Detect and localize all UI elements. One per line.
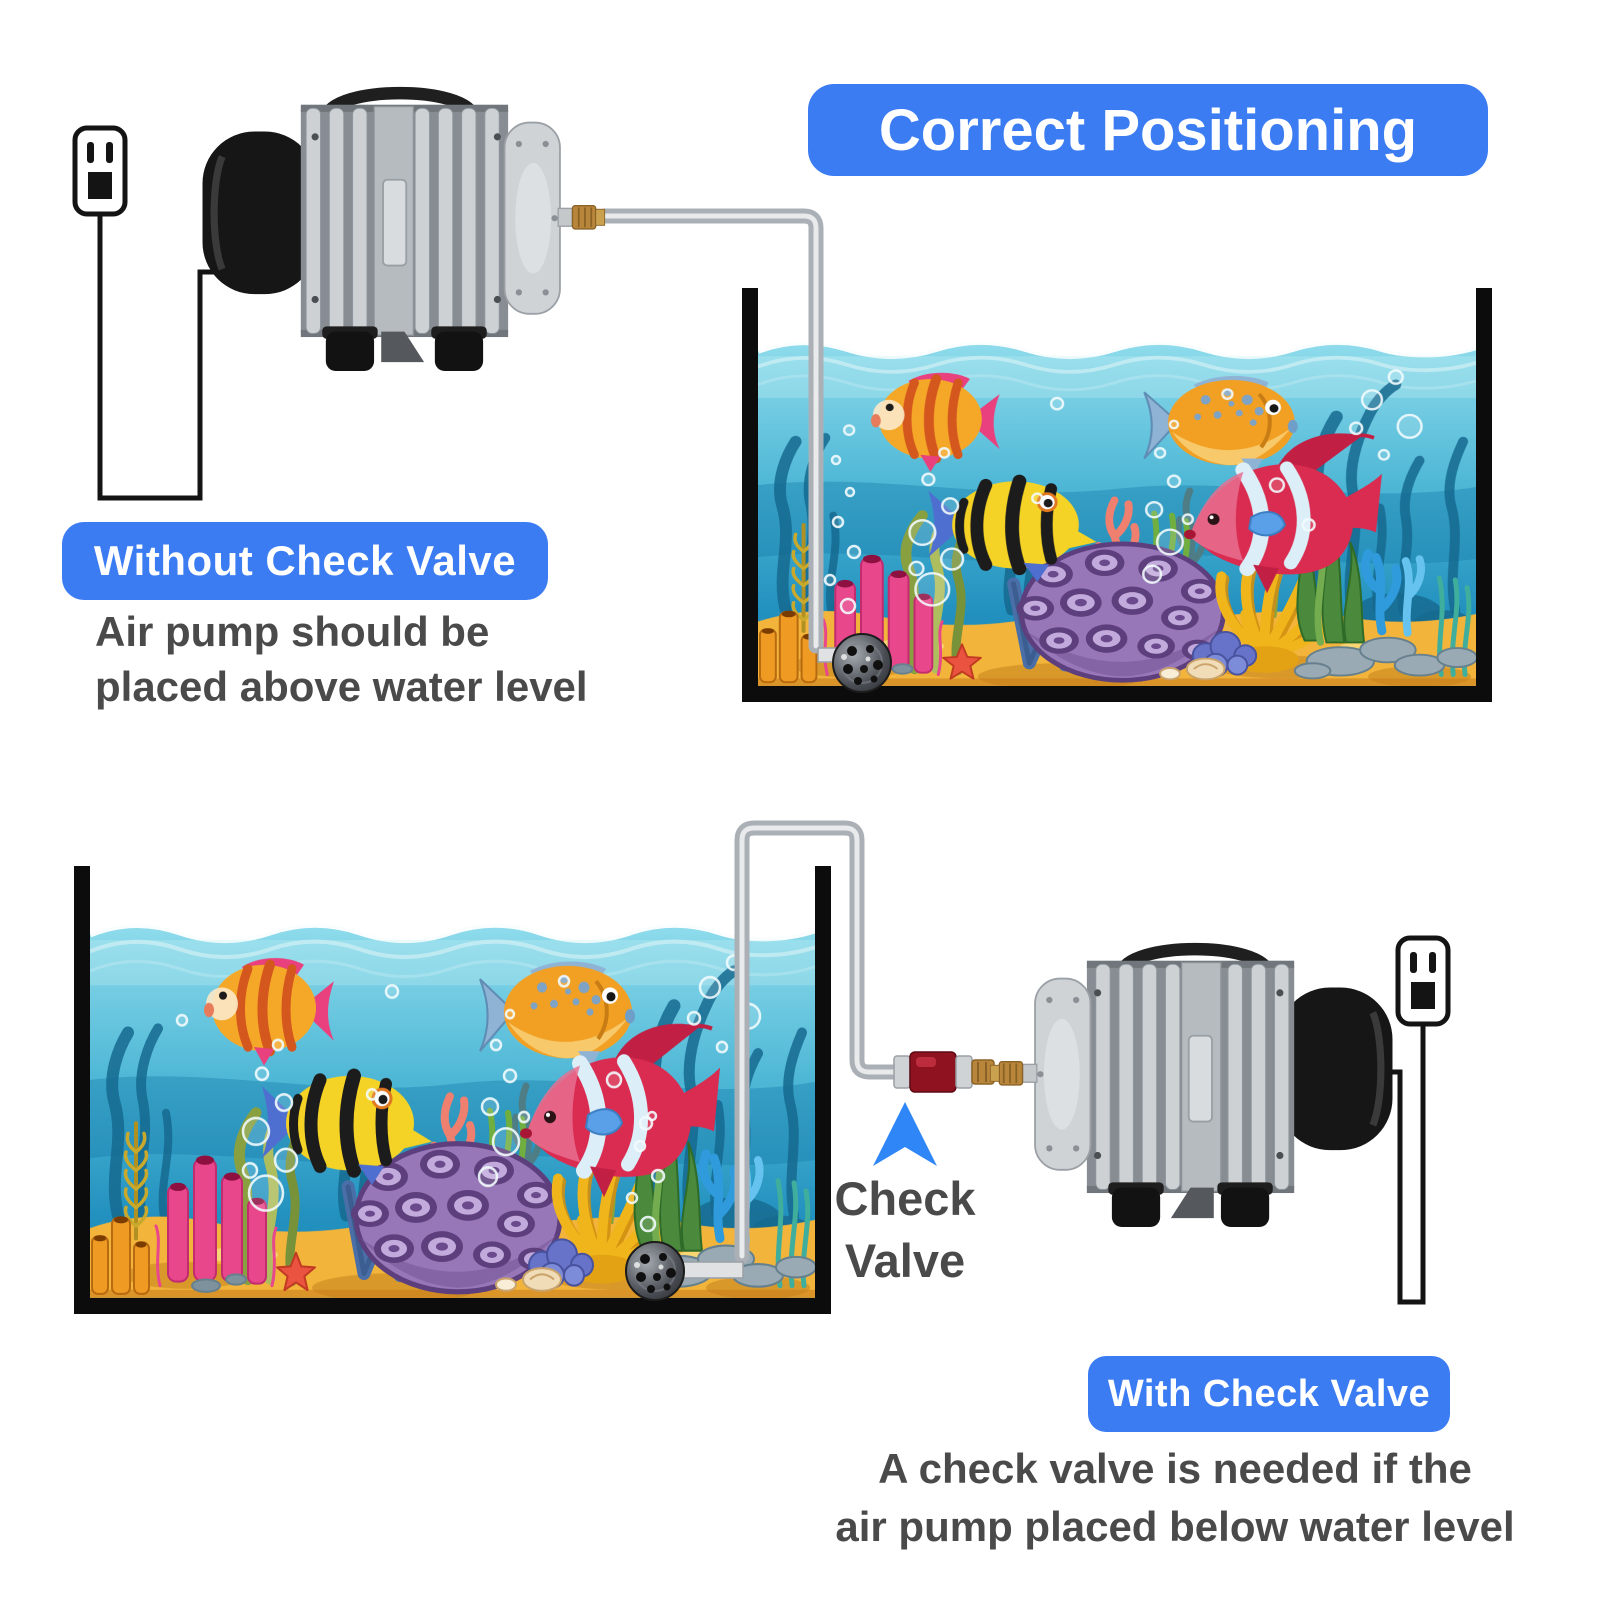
tank-top-bottom — [742, 686, 1492, 702]
caption-bottom: A check valve is needed if the air pump … — [818, 1440, 1532, 1556]
tank-bottom-bottom — [74, 1298, 831, 1314]
power-outlet-icon-bottom — [1395, 935, 1451, 1027]
air-stone-top — [832, 633, 892, 693]
air-tube-top — [597, 208, 892, 693]
caption-bottom-line1: A check valve is needed if the — [878, 1445, 1472, 1492]
check-valve-label-line1: Check — [834, 1172, 976, 1225]
air-stone-bottom — [625, 1241, 685, 1301]
badge-without-label: Without Check Valve — [93, 537, 517, 584]
air-pump-top — [190, 74, 610, 374]
air-stone-bubbles-bottom — [625, 1110, 666, 1233]
check-valve-callout: Check Valve — [815, 1102, 995, 1292]
tank-top-left-wall — [742, 288, 758, 702]
caption-bottom-line2: air pump placed below water level — [835, 1503, 1515, 1550]
air-pump-bottom — [985, 930, 1405, 1230]
page-title: Correct Positioning — [878, 97, 1418, 163]
power-cord-bottom — [1378, 1008, 1426, 1305]
caption-top-line2: placed above water level — [95, 663, 588, 710]
air-stone-nozzle-bottom — [682, 1261, 744, 1279]
power-outlet-icon-top — [72, 125, 128, 217]
badge-without-check-valve: Without Check Valve — [62, 522, 548, 600]
check-valve-label-line2: Valve — [844, 1234, 966, 1287]
up-arrow-icon — [873, 1102, 937, 1166]
badge-with-label: With Check Valve — [1107, 1372, 1431, 1415]
air-stone-bubbles-top — [823, 454, 862, 615]
tank-bottom-right-wall — [815, 866, 831, 1314]
title-banner: Correct Positioning — [808, 84, 1488, 176]
caption-top: Air pump should be placed above water le… — [95, 604, 588, 714]
air-tube-bottom — [625, 820, 995, 1301]
badge-with-check-valve: With Check Valve — [1088, 1356, 1450, 1432]
tank-bottom-left-wall — [74, 866, 90, 1314]
tank-top-right-wall — [1476, 288, 1492, 702]
caption-top-line1: Air pump should be — [95, 608, 490, 655]
check-valve — [893, 1051, 995, 1093]
